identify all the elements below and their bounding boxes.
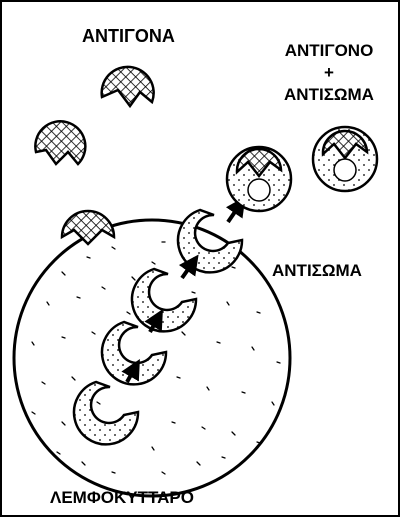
lymphocyte-label: ΛΕΜΦΟΚΥΤΤΑΡΟ — [50, 488, 194, 508]
complex-label: ΑΝΤΙΓΟΝΟ + ΑΝΤΙΣΩΜΑ — [264, 40, 394, 106]
free-antigen-2 — [35, 121, 85, 164]
complex-label-line2: ΑΝΤΙΣΩΜΑ — [264, 84, 394, 106]
antigen-label: ΑΝΤΙΓΟΝΑ — [82, 26, 175, 47]
complex-label-line1: ΑΝΤΙΓΟΝΟ — [264, 40, 394, 62]
complex-2 — [313, 127, 377, 191]
antibody-label: ΑΝΤΙΣΩΜΑ — [272, 261, 362, 281]
complex-1 — [227, 147, 291, 211]
arrow-4 — [228, 203, 241, 222]
complex-label-plus: + — [264, 62, 394, 84]
free-antigen-1 — [102, 67, 154, 106]
